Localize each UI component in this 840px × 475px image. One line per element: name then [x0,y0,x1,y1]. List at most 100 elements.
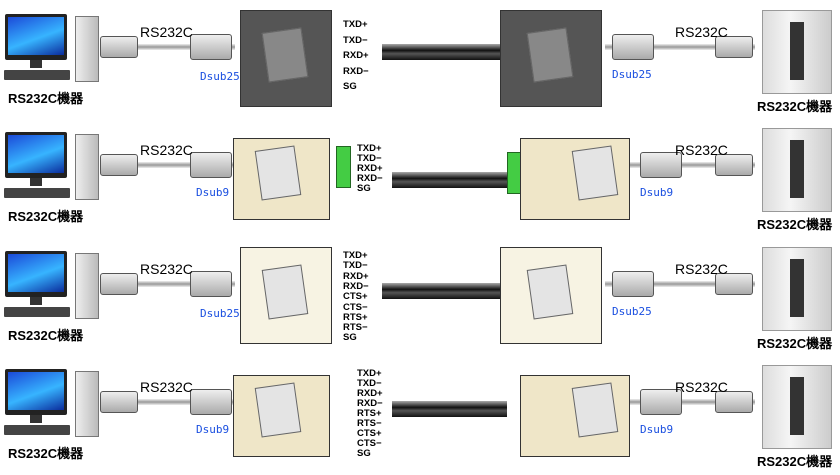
dsub-label-right: Dsub9 [640,423,674,436]
pc-tower-icon [75,16,99,82]
logo-icon [571,145,619,201]
monitor-screen [8,17,64,55]
device-label-right: RS232C機器 [757,217,833,232]
cable-label-right: RS232C [675,24,728,40]
pc-monitor-icon [5,369,67,415]
device-label-right: RS232C機器 [757,336,833,351]
logo-icon [526,264,574,320]
cable-label-left: RS232C [140,142,193,158]
db-plug-icon [100,154,138,176]
db-plug-icon [612,34,654,60]
rs232c-cable-left [100,281,235,287]
signal-label: RXD− [357,173,383,184]
db-plug-icon [640,152,682,178]
device-label-left: RS232C機器 [8,328,84,343]
plc-module [790,259,804,317]
cable-label-right: RS232C [675,379,728,395]
rs232c-cable-right [605,44,755,50]
cable-label-left: RS232C [140,24,193,40]
rs232c-cable-right [630,399,755,405]
signal-label: TXD+ [357,368,382,379]
device-label-left: RS232C機器 [8,446,84,461]
cable-label-right: RS232C [675,261,728,277]
signal-label: RXD− [357,398,383,409]
pc-tower-icon [75,371,99,437]
plc-module [790,140,804,198]
signal-label: RXD+ [343,50,369,61]
dsub-label-left: Dsub25 [200,307,240,320]
pc-tower-icon [75,253,99,319]
keyboard-icon [4,188,70,198]
dsub-label-right: Dsub25 [612,305,652,318]
device-label-left: RS232C機器 [8,91,84,106]
db-plug-icon [715,154,753,176]
signal-label: CTS+ [357,428,382,439]
twisted-pair-cable [392,172,507,188]
db-plug-icon [715,273,753,295]
converter-local [240,247,332,344]
signal-label: TXD+ [357,143,382,154]
logo-icon [261,27,309,83]
keyboard-icon [4,70,70,80]
signal-label: RXD− [343,65,369,77]
signal-label: CTS+ [343,291,368,303]
keyboard-icon [4,425,70,435]
monitor-stand [30,60,42,68]
db-plug-icon [190,271,232,297]
db-plug-icon [100,273,138,295]
db-plug-icon [100,391,138,413]
pc-monitor-icon [5,251,67,297]
db-plug-icon [190,152,232,178]
logo-icon [254,382,302,438]
logo-icon [526,27,574,83]
twisted-pair-cable [382,44,500,60]
rs232c-cable-left [100,399,235,405]
plc-module [790,22,804,80]
signal-label: CTS− [343,301,368,313]
signal-label: RTS− [343,322,368,334]
signal-label: TXD+ [343,19,368,30]
rs232c-cable-right [605,281,755,287]
rs232c-cable-left [100,44,235,50]
signal-label: CTS− [357,438,382,449]
cable-label-left: RS232C [140,261,193,277]
dsub-label-right: Dsub25 [612,68,652,81]
pc-monitor-icon [5,14,67,60]
monitor-stand [30,297,42,305]
twisted-pair-cable [392,401,507,417]
dsub-label-left: Dsub25 [200,70,240,83]
signal-label: SG [357,183,371,194]
device-label-left: RS232C機器 [8,209,84,224]
signal-label: RXD− [343,280,369,292]
monitor-stand [30,415,42,423]
signal-label: SG [343,81,357,92]
db-plug-icon [612,271,654,297]
device-label-right: RS232C機器 [757,454,833,469]
signal-label: RTS+ [343,311,368,323]
pc-monitor-icon [5,132,67,178]
twisted-pair-cable [382,283,500,299]
monitor-stand [30,178,42,186]
db-plug-icon [715,36,753,58]
db-plug-icon [190,34,232,60]
signal-label: SG [343,332,357,344]
logo-icon [571,382,619,438]
db-plug-icon [715,391,753,413]
signal-label: RXD+ [343,270,369,282]
rs232c-cable-right [630,162,755,168]
logo-icon [254,145,302,201]
terminal-block-icon [336,146,351,188]
monitor-screen [8,372,64,410]
cable-label-left: RS232C [140,379,193,395]
signal-label: TXD+ [343,250,368,261]
db-plug-icon [640,389,682,415]
signal-label: SG [357,448,371,459]
dsub-label-right: Dsub9 [640,186,674,199]
keyboard-icon [4,307,70,317]
signal-label: RXD+ [357,163,383,174]
db-plug-icon [190,389,232,415]
signal-label: RXD+ [357,388,383,399]
signal-label: TXD− [357,153,382,164]
